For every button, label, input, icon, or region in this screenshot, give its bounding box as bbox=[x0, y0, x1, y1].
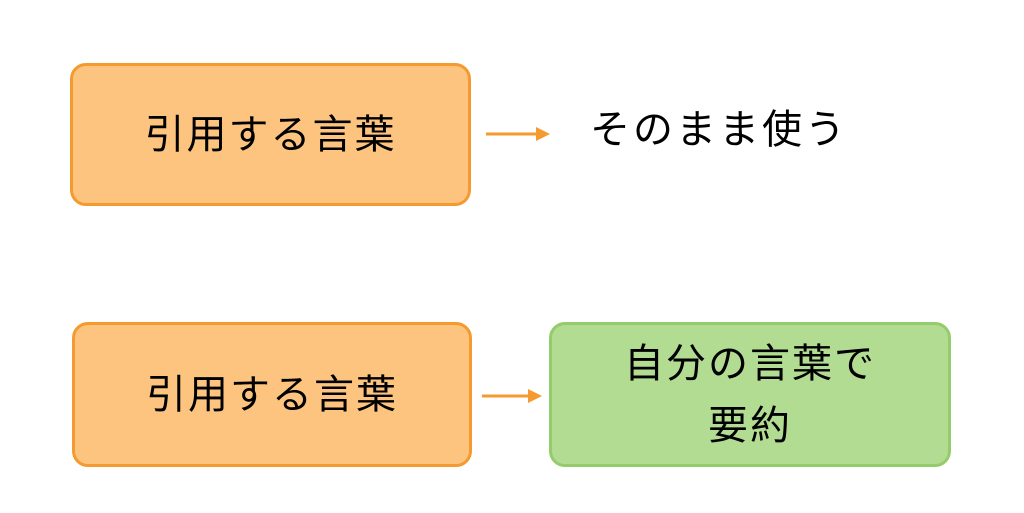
row2-source-label: 引用する言葉 bbox=[146, 371, 398, 418]
row1-source-label: 引用する言葉 bbox=[144, 111, 397, 158]
row2-result-box: 自分の言葉で 要約 bbox=[549, 322, 951, 467]
right-arrow-icon bbox=[486, 127, 550, 141]
right-arrow-icon bbox=[482, 389, 542, 403]
row1-result-text: そのまま使う bbox=[590, 107, 848, 153]
row2-result-label: 自分の言葉で 要約 bbox=[624, 340, 876, 449]
row2-source-box: 引用する言葉 bbox=[72, 322, 472, 467]
row1-source-box: 引用する言葉 bbox=[70, 63, 471, 206]
